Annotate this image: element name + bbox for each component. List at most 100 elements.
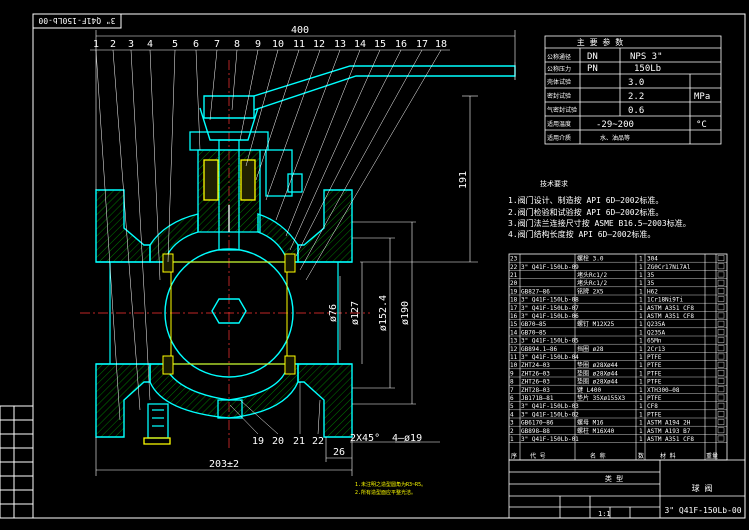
spec-value-6: 水、油品等 — [600, 134, 630, 142]
bom-h-code: 代 号 — [530, 452, 546, 460]
bom-cell-name: 螺栓 3.0 — [577, 255, 604, 263]
bom-cell-mat: 65Mn — [647, 338, 662, 345]
bom-note-cell — [717, 320, 725, 327]
bom-cell-name: 垫圈 ø28Xø44 — [577, 369, 618, 377]
spec-value-4: 0.6 — [628, 106, 644, 116]
note-1: 1.未注明之造型圆角为R3~R5。 — [355, 481, 426, 488]
bom-cell-no: 5 — [510, 403, 514, 410]
bom-cell-qty: 1 — [639, 370, 643, 377]
bom-note-cell — [717, 394, 725, 401]
bom-cell-code: 3" Q41F-150Lb-09 — [521, 264, 579, 271]
dimension-texts: 400 191 ø76 ø127 ø152.4 ø190 203±2 26 2X… — [209, 25, 469, 470]
spec-value-5: -29~200 — [596, 120, 634, 130]
title-type-label: 类 型 — [605, 474, 623, 483]
bom-note-cell — [717, 296, 725, 302]
part-no-7: 7 — [214, 39, 220, 50]
bom-cell-mat: PTFE — [647, 370, 662, 377]
bom-cell-qty: 1 — [639, 411, 643, 418]
bom-cell-no: 21 — [510, 272, 518, 279]
bom-cell-code: ZHT26—03 — [521, 379, 550, 386]
bom-cell-code: 3" Q41F-150Lb-02 — [521, 411, 579, 418]
bom-note-cell — [717, 370, 725, 376]
part-no-13: 13 — [334, 39, 346, 50]
bom-note-cell — [717, 427, 725, 434]
bom-cell-qty: 1 — [639, 436, 643, 443]
part-no-4: 4 — [147, 39, 153, 50]
dim-overall-length: 400 — [291, 25, 309, 36]
spec-label-6: 适用介质 — [547, 134, 571, 142]
bom-cell-name: 铭牌 2X5 — [577, 287, 604, 295]
dim-face-to-face: 203±2 — [209, 459, 239, 470]
bom-cell-qty: 1 — [639, 288, 643, 295]
bom-cell-mat: 2Cr13 — [647, 346, 665, 353]
spec-label-5: 适用温度 — [547, 120, 571, 128]
bom-note-cell — [717, 279, 725, 286]
bottom-plug — [143, 399, 243, 445]
tech-req-4: 4.阀门结构长度按 API 6D—2002标准。 — [508, 229, 655, 239]
bom-cell-code: 3" Q41F-150Lb-03 — [521, 403, 579, 410]
note-2: 2.所有造型面应平整光洁。 — [355, 489, 416, 496]
bom-h-wt: 重量 — [706, 452, 718, 460]
spec-value-2: 3.0 — [628, 78, 644, 88]
bom-cell-mat: ASTM A351 CF8 — [647, 305, 694, 312]
bom-cell-qty: 1 — [639, 329, 643, 336]
part-no-15: 15 — [374, 39, 386, 50]
bom-cell-no: 7 — [510, 387, 514, 394]
dim-d2: ø127 — [350, 301, 361, 325]
bom-cell-code: 3" Q41F-150Lb-06 — [521, 313, 579, 320]
title-block: 类 型 球 阀 3" Q41F-150Lb-00 1:1 — [508, 459, 746, 519]
bom-cell-no: 8 — [510, 379, 514, 386]
bom-cell-no: 6 — [510, 395, 514, 402]
bom-cell-qty: 1 — [639, 395, 643, 402]
spec-value-1: 150Lb — [634, 64, 661, 74]
bom-cell-name: 螺钉 M12X25 — [577, 320, 615, 328]
bom-cell-mat: XTH300—08 — [647, 387, 680, 394]
bom-note-cell — [717, 329, 725, 335]
part-no-5: 5 — [172, 39, 178, 50]
ball — [164, 248, 294, 378]
bom-cell-qty: 1 — [639, 387, 643, 394]
bom-cell-qty: 1 — [639, 428, 643, 435]
part-no-22: 22 — [312, 436, 324, 447]
dimension-lines — [95, 30, 516, 476]
bom-cell-no: 3 — [510, 420, 514, 427]
part-no-9: 9 — [255, 39, 261, 50]
lever-handle — [199, 62, 516, 141]
part-no-3: 3 — [128, 39, 134, 50]
part-no-8: 8 — [234, 39, 240, 50]
bom-cell-qty: 1 — [639, 346, 643, 353]
drawing-no-top: 3" Q41F-150Lb-00 — [38, 16, 115, 25]
part-number-labels: 1 2 3 4 5 6 7 8 9 10 11 12 13 14 15 16 1… — [93, 39, 447, 447]
spec-label-0: 公称通径 — [547, 53, 571, 61]
bom-cell-name: 螺母 M16 — [577, 419, 604, 427]
bom-cell-qty: 1 — [639, 420, 643, 427]
bom-cell-no: 4 — [510, 411, 514, 418]
bom-cell-qty: 1 — [639, 305, 643, 312]
bom-cell-name: 堵头Rc1/2 — [577, 279, 607, 287]
spec-key-0: DN — [587, 52, 598, 62]
bom-note-cell — [717, 345, 725, 352]
spec-label-3: 密封试验 — [547, 92, 571, 100]
bom-cell-no: 19 — [510, 288, 518, 295]
bom-h-qty: 数 — [638, 452, 644, 460]
bom-cell-qty: 1 — [639, 313, 643, 320]
bom-cell-no: 18 — [510, 297, 518, 304]
bom-cell-no: 16 — [510, 313, 518, 320]
bom-cell-code: GB898—88 — [521, 428, 550, 435]
bom-cell-name: 螺柱 M16X40 — [577, 427, 615, 435]
bom-cell-mat: Q235A — [647, 329, 665, 336]
bom-note-cell — [717, 337, 725, 343]
bom-cell-mat: 1Cr18Ni9Ti — [647, 297, 684, 304]
bom-cell-no: 1 — [510, 436, 514, 443]
bom-cell-qty: 1 — [639, 264, 643, 271]
bom-cell-mat: 304 — [647, 256, 658, 263]
bom-note-cell — [717, 378, 725, 384]
bom-cell-qty: 1 — [639, 272, 643, 279]
bom-note-cell — [717, 411, 725, 417]
part-no-10: 10 — [272, 39, 284, 50]
bom-cell-mat: ASTM A194 2H — [647, 420, 691, 427]
bom-cell-mat: PTFE — [647, 395, 662, 402]
drawing-no-bottom: 3" Q41F-150Lb-00 — [664, 506, 741, 515]
bom-cell-mat: PTFE — [647, 362, 662, 369]
